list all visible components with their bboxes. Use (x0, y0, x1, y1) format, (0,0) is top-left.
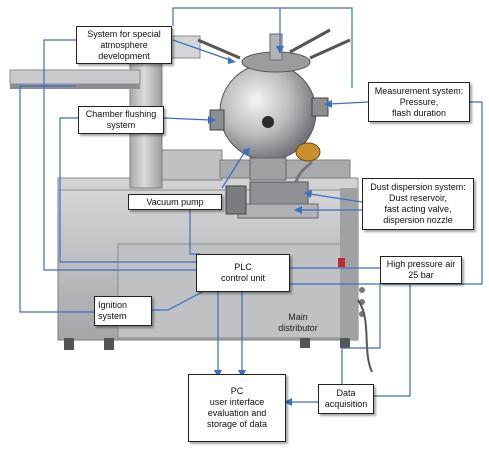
text: Chamber flushing (85, 109, 157, 119)
connector-chamber-flushing-left (59, 117, 200, 263)
side-knob-1 (359, 287, 365, 293)
text: distributor (278, 323, 318, 333)
text: fast acting valve, (384, 204, 452, 214)
tower-arm-left (9, 69, 141, 85)
lid-handle-3 (289, 28, 331, 54)
text: Dust reservoir, (388, 193, 448, 203)
lid-handle-1 (197, 38, 241, 60)
fitting-right (311, 97, 329, 117)
connector-special-atmosphere-left (43, 39, 200, 271)
brass-fitting (295, 142, 321, 162)
connector-chamber-flushing (163, 117, 211, 121)
text: development (98, 50, 150, 61)
text: PC (230, 386, 244, 396)
connector-plc-ignition (152, 289, 207, 311)
text: Vacuum pump (146, 196, 204, 207)
text: Dust dispersion system: (370, 182, 466, 192)
connector-measurement-right (415, 101, 483, 285)
connector-dust-dispersion (309, 193, 363, 203)
dispersion-base (237, 203, 319, 219)
dispersion-block (249, 181, 309, 205)
text: storage of data (206, 419, 268, 429)
foot-left (64, 338, 74, 350)
console-block (161, 149, 223, 181)
arrow-measurement (324, 100, 332, 108)
text: Data (336, 388, 356, 398)
lid-handle-2 (309, 38, 351, 60)
text: 25 bar (408, 270, 434, 280)
connector-special-atmosphere-sphere (172, 39, 231, 61)
arrow-flushing (208, 116, 216, 124)
label-chamber-flushing: Chamber flushing system (78, 106, 164, 134)
label-special-atmosphere: System for special atmosphere developmen… (76, 26, 172, 64)
text: Ignition (98, 300, 128, 310)
text: system (98, 311, 127, 321)
text: evaluation and (207, 408, 267, 418)
arrow-special-atm (228, 57, 236, 64)
text: flash duration (391, 107, 447, 118)
text: user interface (209, 397, 265, 407)
arrow-dust-1 (304, 190, 312, 198)
text: PLC (234, 262, 252, 272)
connector-special-atmosphere-top (172, 7, 281, 46)
connector-lines (19, 7, 483, 403)
label-pc: PC user interface evaluation and storage… (188, 374, 286, 442)
arrow-sphere-top (276, 46, 284, 54)
label-dust-dispersion: Dust dispersion system: Dust reservoir, … (362, 178, 474, 230)
text: acquisition (324, 399, 368, 409)
label-main-distributor: Main distributor (268, 312, 328, 334)
cabinet-right-side (340, 188, 358, 340)
cable-right (357, 299, 373, 373)
text: Measurement system: (374, 85, 464, 96)
foot-right (340, 338, 350, 348)
arrow-vacuum-sphere (242, 148, 250, 156)
foot-mid-left (104, 338, 114, 350)
label-data-acquisition: Data acquisition (318, 384, 374, 414)
arrow-dust-2 (294, 206, 302, 214)
sphere-stand (249, 157, 287, 181)
arrow-daq-pc (284, 398, 292, 406)
connector-daq-up (341, 284, 381, 384)
connector-ignition-left (19, 85, 94, 313)
text: System for special (87, 28, 161, 39)
text: system (106, 120, 136, 130)
label-high-pressure-air: High pressure air 25 bar (380, 256, 462, 284)
dispersion-cylinder (225, 185, 247, 215)
pipe-sphere (294, 160, 314, 183)
text: High pressure air (386, 259, 456, 269)
text: Main (288, 312, 308, 322)
connector-vacuum-sphere (221, 149, 247, 189)
text: control unit (220, 273, 266, 283)
text: Pressure, (399, 96, 439, 107)
sphere-port (262, 116, 274, 128)
label-plc: PLC control unit (196, 254, 290, 292)
text: dispersion nozzle (383, 215, 453, 225)
connector-measurement-sphere (329, 101, 369, 105)
connector-daq-right (372, 284, 411, 397)
foot-mid-right (300, 338, 310, 348)
red-indicator (338, 258, 345, 267)
label-vacuum-pump: Vacuum pump (128, 194, 222, 210)
connector-measurement-top (280, 7, 353, 88)
label-measurement-system: Measurement system: Pressure, flash dura… (368, 82, 470, 122)
label-ignition: Ignition system (94, 296, 152, 326)
text: atmosphere (100, 39, 148, 50)
